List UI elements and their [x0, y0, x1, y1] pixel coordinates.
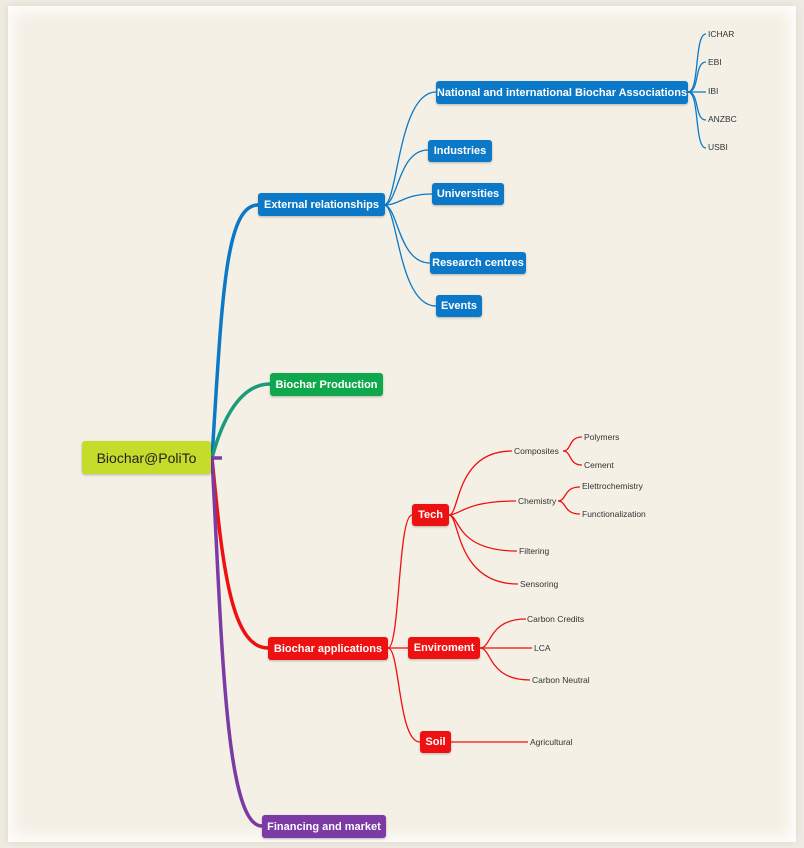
soil-node[interactable]: Soil	[420, 731, 451, 753]
chemistry-node[interactable]: Chemistry	[518, 496, 557, 506]
connector-root-production	[210, 382, 271, 459]
events-node[interactable]: Events	[436, 295, 482, 317]
external-relationships-node[interactable]: External relationships	[258, 193, 385, 216]
connector-root-external	[210, 203, 259, 459]
carbon-neutral-leaf[interactable]: Carbon Neutral	[532, 675, 590, 685]
association-leaf[interactable]: ICHAR	[708, 29, 735, 39]
connector-applications-soil	[387, 647, 421, 743]
connector-root-financing	[210, 457, 263, 828]
connector-external-events	[383, 204, 437, 307]
sensoring-leaf[interactable]: Sensoring	[520, 579, 559, 589]
associations-node[interactable]: National and international Biochar Assoc…	[436, 81, 688, 104]
financing-market-node[interactable]: Financing and market	[262, 815, 386, 838]
connector-external-research	[383, 204, 431, 264]
biochar-production-node[interactable]: Biochar Production	[270, 373, 383, 396]
lca-leaf[interactable]: LCA	[534, 643, 551, 653]
association-leaf[interactable]: IBI	[708, 86, 719, 96]
universities-node[interactable]: Universities	[432, 183, 504, 205]
composites-node[interactable]: Composites	[514, 446, 559, 456]
industries-node[interactable]: Industries	[428, 140, 492, 162]
elettrochemistry-leaf[interactable]: Elettrochemistry	[582, 481, 643, 491]
functionalization-leaf[interactable]: Functionalization	[582, 509, 646, 519]
connector-external-universities	[383, 193, 433, 206]
filtering-leaf[interactable]: Filtering	[519, 546, 550, 556]
connector-external-associations	[383, 91, 437, 206]
connector-external-industries	[383, 149, 429, 206]
association-leaf[interactable]: EBI	[708, 57, 722, 67]
agricultural-leaf[interactable]: Agricultural	[530, 737, 573, 747]
root-node[interactable]: Biochar@PoliTo	[82, 441, 211, 474]
research-centres-node[interactable]: Research centres	[430, 252, 526, 274]
biochar-applications-node[interactable]: Biochar applications	[268, 637, 388, 660]
connector-applications-tech	[387, 514, 413, 649]
cement-leaf[interactable]: Cement	[584, 460, 614, 470]
association-leaf[interactable]: ANZBC	[708, 114, 737, 124]
environment-node[interactable]: Enviroment	[408, 637, 480, 659]
polymers-leaf[interactable]: Polymers	[584, 432, 620, 442]
tech-node[interactable]: Tech	[412, 504, 449, 526]
association-leaf[interactable]: USBI	[708, 142, 728, 152]
connector-root-applications	[210, 457, 269, 650]
carbon-credits-leaf[interactable]: Carbon Credits	[527, 614, 585, 624]
